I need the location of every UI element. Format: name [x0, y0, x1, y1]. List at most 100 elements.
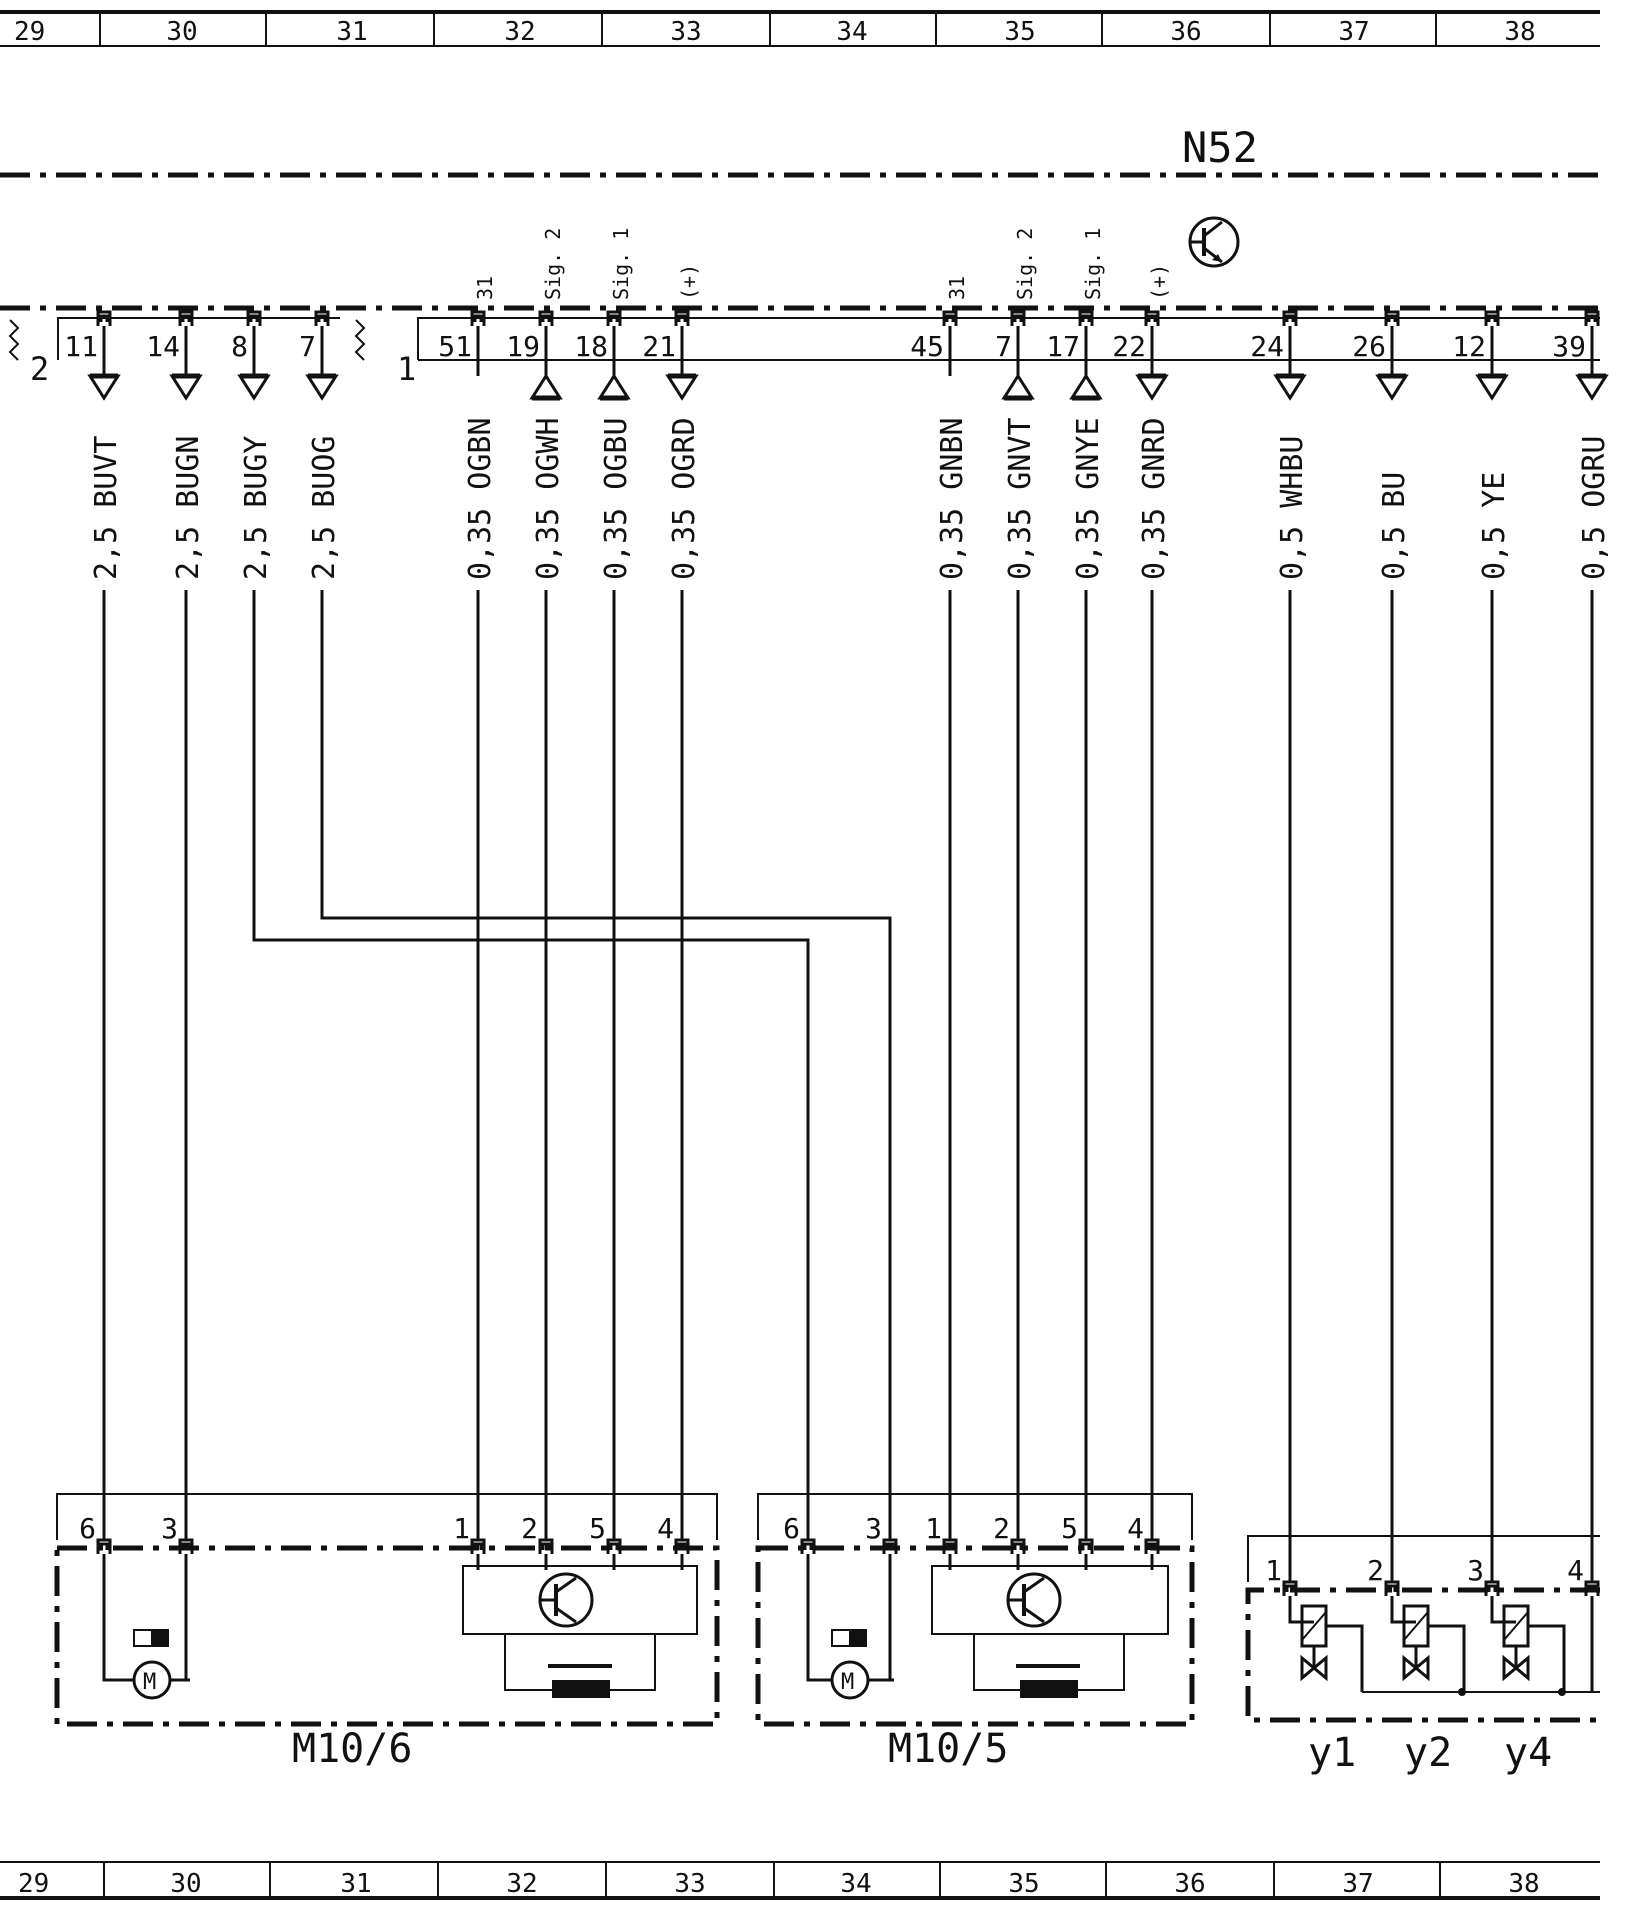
pin-function: (+)	[677, 264, 701, 300]
component-m10-5: M M10/5	[755, 1493, 1195, 1772]
grid-column-label: 31	[336, 17, 367, 47]
wire	[170, 1570, 188, 1682]
grid-column-label: 29	[14, 17, 45, 47]
connector-pin: 390,5 OGRU	[1552, 310, 1612, 581]
component-pin: 5	[589, 1512, 622, 1570]
grid-column-label: 30	[166, 17, 197, 47]
component-pin-number: 5	[589, 1512, 606, 1545]
wire-label: 2,5 BUVT	[89, 436, 124, 581]
wire-label: 0,35 GNRD	[1137, 417, 1172, 580]
wire-label: 0,35 GNBN	[935, 417, 970, 580]
component-pin-number: 4	[1567, 1554, 1584, 1587]
pin-number: 7	[299, 330, 316, 363]
component-pin-number: 6	[79, 1512, 96, 1545]
component-pin-number: 5	[1061, 1512, 1078, 1545]
wire-label: 0,5 BU	[1377, 472, 1412, 580]
wire-label: 0,5 WHBU	[1275, 436, 1310, 581]
wire-label: 0,35 GNVT	[1003, 417, 1038, 580]
pin-function: 31	[473, 276, 497, 300]
pin-number: 7	[995, 330, 1012, 363]
component-pin-number: 2	[1367, 1554, 1384, 1587]
pin-number: 8	[231, 330, 248, 363]
connector-pin: 240,5 WHBU	[1250, 310, 1310, 581]
grid-column-label: 29	[18, 1869, 49, 1899]
pin-number: 51	[438, 330, 472, 363]
connector-pin: 26 0,5 BU	[1352, 310, 1412, 580]
valve-label: y4	[1504, 1730, 1552, 1776]
wire	[320, 590, 892, 1540]
component-pin: 1	[1265, 1554, 1298, 1612]
pin-number: 14	[146, 330, 180, 363]
pin-number: 17	[1046, 330, 1080, 363]
component-pin-number: 3	[161, 1512, 178, 1545]
grid-column-label: 32	[504, 17, 535, 47]
grid-column-label: 37	[1338, 17, 1369, 47]
grid-column-label: 31	[340, 1869, 371, 1899]
component-pin: 3	[161, 1512, 194, 1570]
component-pin: 3	[1467, 1554, 1500, 1612]
component-pin: 1	[453, 1512, 486, 1570]
valve-label: y1	[1308, 1730, 1356, 1776]
grid-column-label: 34	[836, 17, 867, 47]
wire-label: 2,5 BUGN	[171, 436, 206, 581]
wire-label: 0,35 GNYE	[1071, 417, 1106, 580]
connector-pin: 21 (+) 0,35 OGRD	[642, 264, 702, 580]
grid-column-label: 36	[1170, 17, 1201, 47]
connector-pin: 12 0,5 YE	[1452, 310, 1512, 580]
component-pin: 4	[657, 1512, 690, 1570]
component-pin: 4	[1567, 1554, 1600, 1612]
grid-column-label: 37	[1342, 1869, 1373, 1899]
grid-column-label: 33	[674, 1869, 705, 1899]
component-pin-number: 2	[993, 1512, 1010, 1545]
pin-function: 31	[945, 276, 969, 300]
component-pin: 4	[1127, 1512, 1160, 1570]
wire-label: 0,5 YE	[1477, 472, 1512, 580]
component-pin: 3	[865, 1512, 898, 1570]
connector-pin: 8 2,5 BUGY	[231, 310, 274, 581]
component-pin-number: 3	[865, 1512, 882, 1545]
wire-label: 0,35 OGBU	[599, 417, 634, 580]
pin-number: 45	[910, 330, 944, 363]
solenoid-valve-icon	[1490, 1604, 1566, 1692]
component-pin-number: 1	[1265, 1554, 1282, 1587]
wire	[806, 1570, 832, 1682]
component-pin-number: 6	[783, 1512, 800, 1545]
component-pin: 2	[1367, 1554, 1400, 1612]
valve-label: y2	[1404, 1730, 1452, 1776]
grid-column-label: 33	[670, 17, 701, 47]
pin-number: 21	[642, 330, 676, 363]
grid-column-label: 38	[1508, 1869, 1539, 1899]
pin-number: 26	[1352, 330, 1386, 363]
grid-column-label: 38	[1504, 17, 1535, 47]
component-pin-number: 1	[925, 1512, 942, 1545]
connector-pin: 11 2,5 BUVT	[64, 310, 124, 581]
component-pin: 1	[925, 1512, 958, 1570]
wire-label: 0,35 OGRD	[667, 417, 702, 580]
motor-label: M	[841, 1670, 854, 1695]
grid-column-label: 30	[170, 1869, 201, 1899]
motor-icon: M	[808, 1629, 894, 1700]
wire-label: 0,35 OGWH	[531, 417, 566, 580]
pin-number: 11	[64, 330, 98, 363]
component-pin: 6	[783, 1512, 816, 1570]
pin-number: 19	[506, 330, 540, 363]
grid-column-label: 36	[1174, 1869, 1205, 1899]
grid-column-label: 35	[1004, 17, 1035, 47]
wire-label: 2,5 BUGY	[239, 436, 274, 581]
sensor-transistor-icon	[538, 1572, 594, 1628]
n52-boundary: N52	[0, 123, 1600, 311]
pin-number: 12	[1452, 330, 1486, 363]
wire-label: 2,5 BUOG	[307, 436, 342, 581]
wire-label: 0,5 OGRU	[1577, 436, 1612, 581]
component-pin-number: 3	[1467, 1554, 1484, 1587]
component-pin: 2	[521, 1512, 554, 1570]
connector-pin: 14 2,5 BUGN	[146, 310, 206, 581]
component-pin-number: 1	[453, 1512, 470, 1545]
connector-2-label: 2	[30, 350, 49, 388]
